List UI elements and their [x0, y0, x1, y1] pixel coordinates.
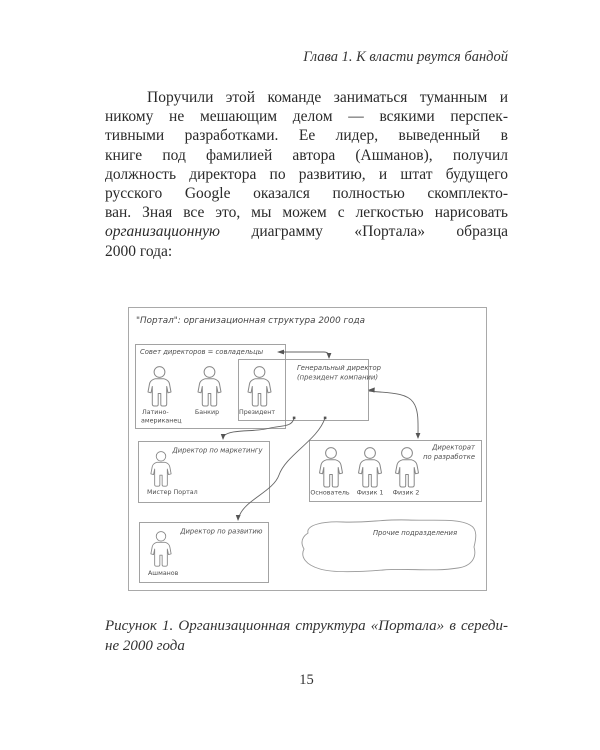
arrowhead-icon	[326, 353, 332, 359]
person-icon	[395, 447, 419, 488]
org-chart-figure: "Портал": организационная структура 2000…	[128, 307, 487, 591]
arrowhead-icon	[235, 515, 241, 521]
connector-dot	[323, 416, 327, 420]
board-member1-label-line1: Латино-	[142, 409, 169, 416]
paragraph-line: 2000 года:	[105, 242, 173, 260]
ceo-label-line1: Генеральный директор	[297, 364, 381, 372]
body-paragraph: Поручили этой команде заниматься туманны…	[105, 88, 508, 261]
marketing-box	[138, 441, 270, 503]
connector-markers	[220, 349, 421, 521]
development-label-line1: Директорат	[431, 444, 476, 452]
development-member1-label: Основатель	[310, 490, 350, 497]
development-box	[309, 440, 482, 502]
paragraph-line: никому не мешающим делом — всякими персп…	[105, 108, 508, 126]
paragraph-line: книге под фамилией автора (Ашманов), пол…	[105, 146, 508, 164]
connector-ceo-marketing	[223, 417, 295, 437]
person-icon	[150, 531, 172, 567]
board-member1-label-line2: американец	[141, 418, 182, 425]
arrowhead-icon	[415, 433, 421, 439]
development-label-line2: по разработке	[423, 453, 475, 461]
marketing-label: Директор по маркетингу	[172, 447, 264, 455]
board-label: Совет директоров = совладельцы	[140, 348, 264, 356]
ceo-label-line2: (президент компании)	[297, 374, 378, 382]
person-icon	[150, 451, 172, 487]
other-departments-blob	[301, 519, 477, 573]
paragraph-line: Поручили этой команде заниматься туманны…	[147, 89, 508, 106]
board-box	[135, 344, 286, 429]
connector-ceo-development	[368, 390, 419, 437]
person-icon	[319, 447, 343, 488]
emphasis-rest: диаграмму «Портала» образца	[251, 223, 508, 241]
arrowhead-icon	[368, 387, 375, 393]
board-member3-label: Президент	[239, 409, 275, 416]
connector-board-ceo	[279, 351, 330, 358]
org-chart-svg: "Портал": организационная структура 2000…	[128, 307, 487, 591]
growth-member-label: Ашманов	[148, 570, 179, 577]
arrowhead-icon	[277, 349, 284, 355]
other-departments-label: Прочие подразделения	[373, 529, 457, 537]
emphasis-word: организационную	[105, 223, 220, 241]
paragraph-line: должность директора по развитию, и штат …	[105, 165, 508, 183]
paragraph-line: тивными разработками. Ее лидер, выведенн…	[105, 127, 508, 145]
arrowhead-icon	[220, 434, 226, 440]
figure-caption: Рисунок 1. Организационная структура «По…	[105, 616, 508, 656]
paragraph-line: русского Google оказался полностью скомп…	[105, 185, 508, 203]
connector-dot	[292, 416, 296, 420]
diagram-title: "Портал": организационная структура 2000…	[136, 316, 365, 326]
person-icon	[147, 366, 172, 407]
paragraph-line: ван. Зная все это, мы можем с легкостью …	[105, 204, 508, 222]
connector-ceo-growth	[238, 417, 326, 518]
caption-line1: Рисунок 1. Организационная структура «По…	[105, 618, 508, 634]
paragraph-line-emphasis: организационную диаграмму «Портала» обра…	[105, 222, 508, 241]
page-number: 15	[299, 672, 314, 688]
person-icon	[197, 366, 222, 407]
growth-label: Директор по развитию	[179, 528, 263, 536]
board-member2-label: Банкир	[195, 409, 219, 416]
diagram-frame	[128, 307, 487, 591]
development-member3-label: Физик 2	[393, 490, 420, 497]
person-icon	[358, 447, 382, 488]
chapter-header: Глава 1. К власти рвутся бандой	[303, 49, 508, 65]
development-member2-label: Физик 1	[357, 490, 384, 497]
marketing-member-label: Мистер Портал	[147, 489, 198, 496]
person-icon	[247, 366, 272, 407]
caption-line2: не 2000 года	[105, 638, 185, 654]
growth-box	[139, 522, 269, 583]
